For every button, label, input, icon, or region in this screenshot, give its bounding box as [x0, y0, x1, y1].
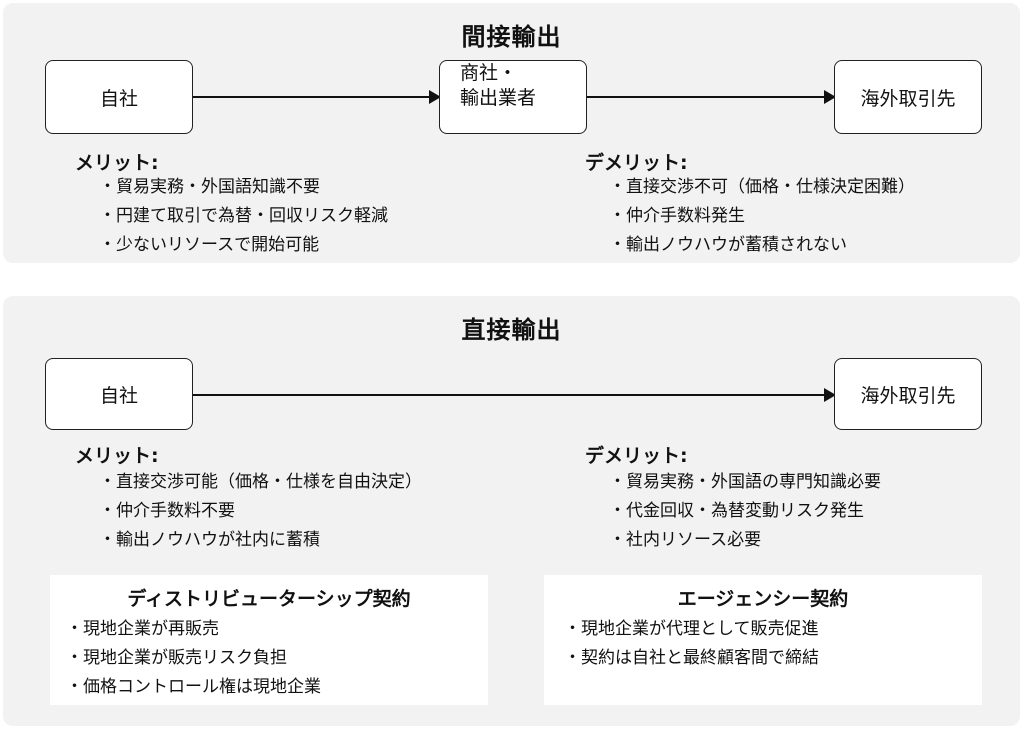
- indirect-export-title: 間接輸出: [461, 23, 562, 51]
- direct-export-panel: 直接輸出 自社 海外取引先 メリット: 直接交渉可能（価格・仕様を自由決定） 仲…: [3, 296, 1020, 726]
- direct-demerit-heading: デメリット:: [585, 445, 688, 467]
- list-item: 仲介手数料不要: [99, 497, 422, 526]
- indirect-demerit-list: 直接交渉不可（価格・仕様決定困難） 仲介手数料発生 輸出ノウハウが蓄積されない: [609, 173, 915, 260]
- self-company-label: 自社: [99, 87, 138, 110]
- trading-company-label-line1: 商社・: [460, 62, 518, 84]
- distributorship-contract-title: ディストリビューターシップ契約: [127, 588, 411, 610]
- list-item: 契約は自社と最終顧客間で締結: [564, 644, 819, 673]
- direct-export-title: 直接輸出: [461, 316, 562, 344]
- list-item: 仲介手数料発生: [609, 202, 915, 231]
- self-company-label: 自社: [99, 384, 138, 407]
- list-item: 代金回収・為替変動リスク発生: [609, 497, 881, 526]
- overseas-partner-label: 海外取引先: [860, 87, 956, 110]
- list-item: 現地企業が再販売: [66, 615, 321, 644]
- list-item: 価格コントロール権は現地企業: [66, 673, 321, 702]
- arrow-self-to-overseas: [193, 388, 836, 402]
- direct-merit-list: 直接交渉可能（価格・仕様を自由決定） 仲介手数料不要 輸出ノウハウが社内に蓄積: [99, 468, 422, 555]
- overseas-partner-label: 海外取引先: [860, 384, 956, 407]
- list-item: 貿易実務・外国語知識不要: [99, 173, 388, 202]
- indirect-merit-heading: メリット:: [75, 152, 159, 174]
- overseas-partner-box: 海外取引先: [834, 60, 982, 134]
- trading-company-label-line2: 輸出業者: [460, 87, 537, 109]
- distributorship-contract-card: ディストリビューターシップ契約 現地企業が再販売 現地企業が販売リスク負担 価格…: [50, 575, 488, 705]
- list-item: 現地企業が代理として販売促進: [564, 615, 819, 644]
- overseas-partner-box: 海外取引先: [834, 358, 982, 430]
- list-item: 直接交渉不可（価格・仕様決定困難）: [609, 173, 915, 202]
- list-item: 少ないリソースで開始可能: [99, 231, 388, 260]
- distributorship-contract-list: 現地企業が再販売 現地企業が販売リスク負担 価格コントロール権は現地企業: [66, 615, 321, 702]
- self-company-box: 自社: [45, 358, 193, 430]
- list-item: 円建て取引で為替・回収リスク軽減: [99, 202, 388, 231]
- list-item: 社内リソース必要: [609, 526, 881, 555]
- self-company-box: 自社: [45, 60, 193, 134]
- list-item: 輸出ノウハウが社内に蓄積: [99, 526, 422, 555]
- agency-contract-card: エージェンシー契約 現地企業が代理として販売促進 契約は自社と最終顧客間で締結: [544, 575, 982, 705]
- indirect-demerit-heading: デメリット:: [585, 152, 688, 174]
- list-item: 輸出ノウハウが蓄積されない: [609, 231, 915, 260]
- agency-contract-list: 現地企業が代理として販売促進 契約は自社と最終顧客間で締結: [564, 615, 819, 673]
- indirect-merit-list: 貿易実務・外国語知識不要 円建て取引で為替・回収リスク軽減 少ないリソースで開始…: [99, 173, 388, 260]
- trading-company-box: 商社・ 輸出業者: [439, 60, 587, 134]
- arrow-self-to-trader: [193, 90, 441, 104]
- list-item: 直接交渉可能（価格・仕様を自由決定）: [99, 468, 422, 497]
- indirect-export-panel: 間接輸出 自社 商社・ 輸出業者 海外取引先 メリット: 貿易実務・外国語知識不…: [3, 3, 1020, 263]
- list-item: 貿易実務・外国語の専門知識必要: [609, 468, 881, 497]
- agency-contract-title: エージェンシー契約: [677, 588, 849, 610]
- direct-merit-heading: メリット:: [75, 445, 159, 467]
- list-item: 現地企業が販売リスク負担: [66, 644, 321, 673]
- direct-demerit-list: 貿易実務・外国語の専門知識必要 代金回収・為替変動リスク発生 社内リソース必要: [609, 468, 881, 555]
- arrow-trader-to-overseas: [587, 90, 836, 104]
